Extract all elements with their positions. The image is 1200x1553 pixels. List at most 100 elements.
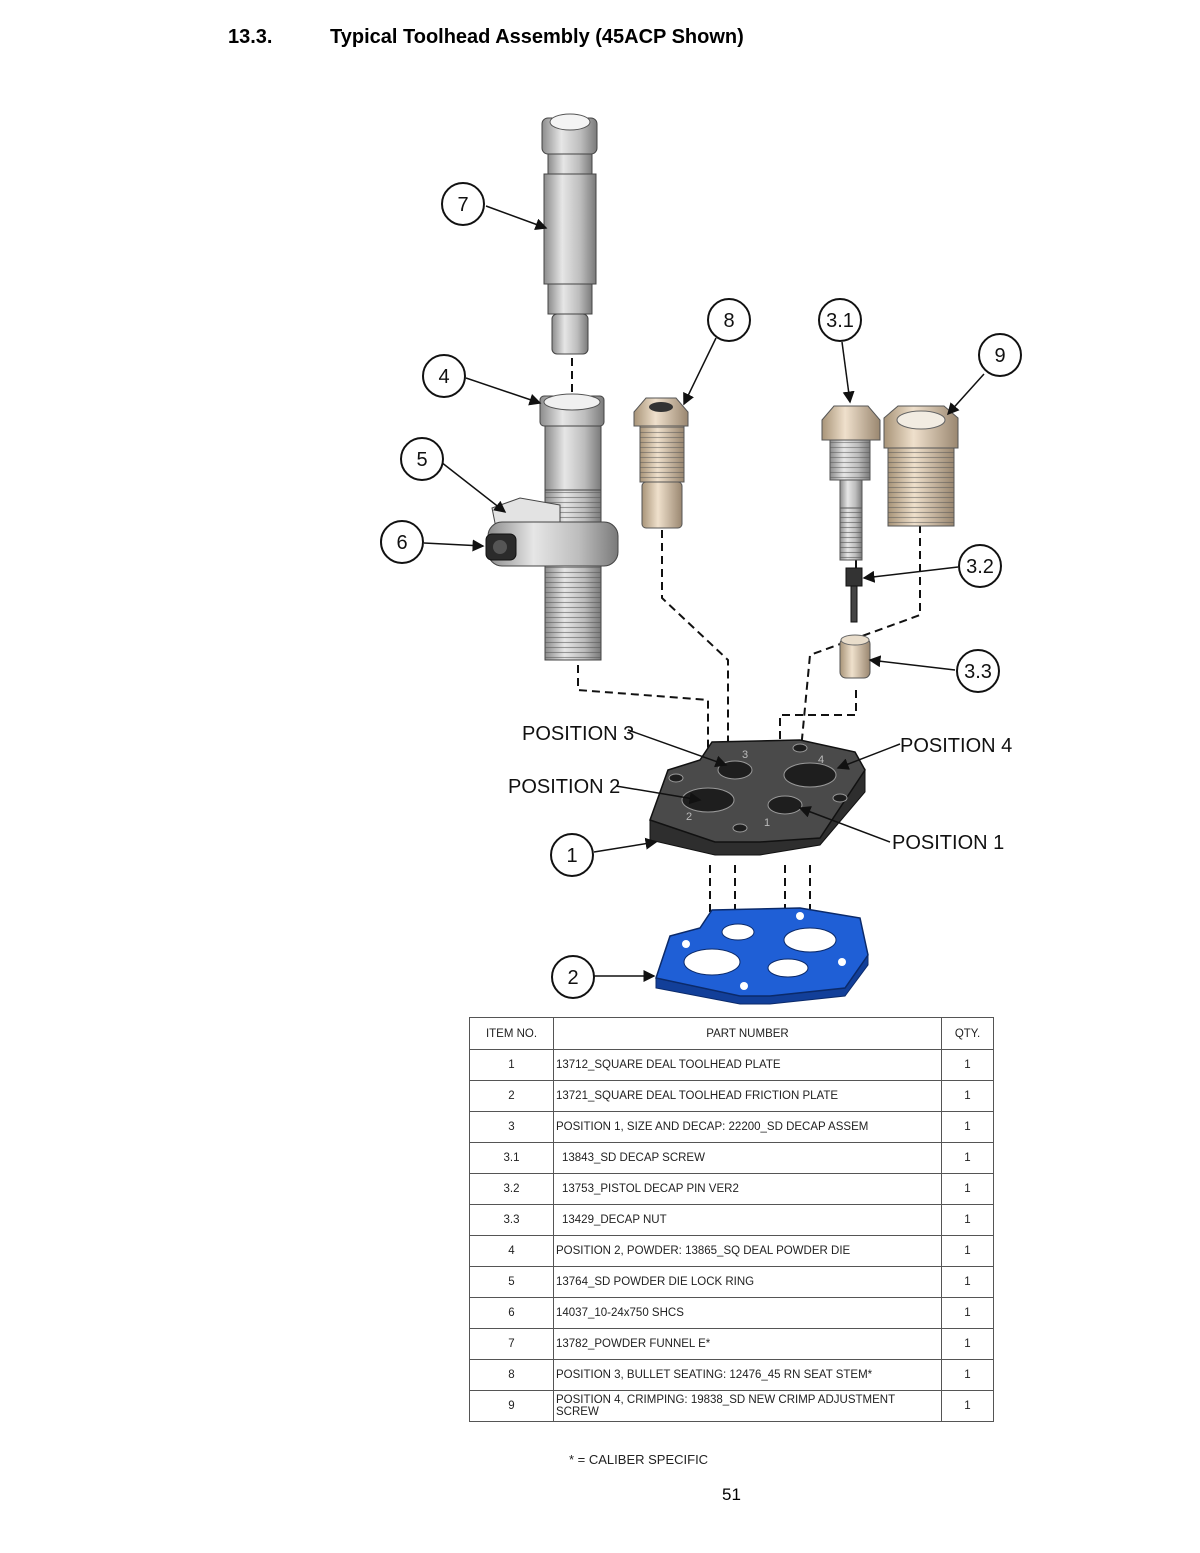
table-row: 3.1 13843_SD DECAP SCREW 1 — [469, 1142, 994, 1174]
plate-number-3: 3 — [742, 749, 748, 761]
qty-cell: 1 — [941, 1328, 994, 1360]
plate-number-4: 4 — [818, 754, 824, 766]
qty-cell: 1 — [941, 1390, 994, 1422]
item-cell: 3 — [469, 1111, 554, 1143]
item-cell: 4 — [469, 1235, 554, 1267]
callout-3-2: 3.2 — [958, 544, 1002, 588]
svg-text:1: 1 — [566, 845, 577, 867]
item-cell: 8 — [469, 1359, 554, 1391]
item-cell: 7 — [469, 1328, 554, 1360]
section-title: Typical Toolhead Assembly (45ACP Shown) — [330, 26, 744, 48]
callout-3-3: 3.3 — [956, 649, 1000, 693]
part-cell: 13764_SD POWDER DIE LOCK RING — [553, 1266, 942, 1298]
part-cell: POSITION 3, BULLET SEATING: 12476_45 RN … — [553, 1359, 942, 1391]
friction-plate-part — [655, 907, 869, 1005]
section-heading: 13.3. Typical Toolhead Assembly (45ACP S… — [0, 26, 1200, 56]
svg-text:3.1: 3.1 — [826, 310, 854, 332]
callout-4: 4 — [422, 354, 466, 398]
qty-cell: 1 — [941, 1204, 994, 1236]
table-row: 3.2 13753_PISTOL DECAP PIN VER2 1 — [469, 1173, 994, 1205]
part-cell: 13753_PISTOL DECAP PIN VER2 — [553, 1173, 942, 1205]
qty-header: QTY. — [941, 1017, 994, 1050]
part-cell: 13721_SQUARE DEAL TOOLHEAD FRICTION PLAT… — [553, 1080, 942, 1112]
callout-1: 1 — [550, 833, 594, 877]
table-row: 1 13712_SQUARE DEAL TOOLHEAD PLATE 1 — [469, 1049, 994, 1081]
part-cell: POSITION 2, POWDER: 13865_SQ DEAL POWDER… — [553, 1235, 942, 1267]
part-cell: POSITION 1, SIZE AND DECAP: 22200_SD DEC… — [553, 1111, 942, 1143]
plate-number-2: 2 — [686, 811, 692, 823]
callout-3-1: 3.1 — [818, 298, 862, 342]
svg-text:5: 5 — [416, 449, 427, 471]
callout-leaders — [423, 205, 985, 982]
decap-nut-part — [839, 634, 871, 679]
table-row: 6 14037_10-24x750 SHCS 1 — [469, 1297, 994, 1329]
callout-9: 9 — [978, 333, 1022, 377]
callout-2: 2 — [551, 955, 595, 999]
svg-text:3.3: 3.3 — [964, 661, 992, 683]
position-3-label: POSITION 3 — [522, 723, 634, 745]
qty-cell: 1 — [941, 1080, 994, 1112]
qty-cell: 1 — [941, 1049, 994, 1081]
part-number-header: PART NUMBER — [553, 1017, 942, 1050]
qty-cell: 1 — [941, 1142, 994, 1174]
table-row: 5 13764_SD POWDER DIE LOCK RING 1 — [469, 1266, 994, 1298]
table-row: 7 13782_POWDER FUNNEL E* 1 — [469, 1328, 994, 1360]
table-row: 4 POSITION 2, POWDER: 13865_SQ DEAL POWD… — [469, 1235, 994, 1267]
callout-6: 6 — [380, 520, 424, 564]
item-cell: 6 — [469, 1297, 554, 1329]
svg-text:3.2: 3.2 — [966, 556, 994, 578]
callout-5: 5 — [400, 437, 444, 481]
item-cell: 1 — [469, 1049, 554, 1081]
qty-cell: 1 — [941, 1359, 994, 1391]
seat-stem-part — [633, 397, 689, 529]
position-4-label: POSITION 4 — [900, 735, 1012, 757]
part-cell: 13712_SQUARE DEAL TOOLHEAD PLATE — [553, 1049, 942, 1081]
part-cell: 13429_DECAP NUT — [553, 1204, 942, 1236]
caliber-specific-note: * = CALIBER SPECIFIC — [569, 1452, 709, 1467]
bill-of-materials-table: ITEM NO. PART NUMBER QTY. 1 13712_SQUARE… — [469, 1017, 994, 1422]
svg-text:8: 8 — [723, 310, 734, 332]
powder-funnel-part — [541, 113, 598, 355]
position-2-label: POSITION 2 — [508, 776, 620, 798]
table-row: 3.3 13429_DECAP NUT 1 — [469, 1204, 994, 1236]
item-no-header: ITEM NO. — [469, 1017, 554, 1050]
svg-text:4: 4 — [438, 366, 449, 388]
part-cell: 13782_POWDER FUNNEL E* — [553, 1328, 942, 1360]
toolhead-exploded-diagram: 3 4 2 1 7 — [380, 113, 1022, 1005]
qty-cell: 1 — [941, 1297, 994, 1329]
item-cell: 9 — [469, 1390, 554, 1422]
lock-ring-part — [487, 497, 619, 567]
table-row: 8 POSITION 3, BULLET SEATING: 12476_45 R… — [469, 1359, 994, 1391]
plate-number-1: 1 — [764, 817, 770, 829]
crimp-screw-part — [883, 405, 959, 527]
svg-text:2: 2 — [567, 967, 578, 989]
qty-cell: 1 — [941, 1111, 994, 1143]
qty-cell: 1 — [941, 1235, 994, 1267]
table-row: 3 POSITION 1, SIZE AND DECAP: 22200_SD D… — [469, 1111, 994, 1143]
table-row: 2 13721_SQUARE DEAL TOOLHEAD FRICTION PL… — [469, 1080, 994, 1112]
table-row: 9 POSITION 4, CRIMPING: 19838_SD NEW CRI… — [469, 1390, 994, 1422]
part-cell: 14037_10-24x750 SHCS — [553, 1297, 942, 1329]
qty-cell: 1 — [941, 1173, 994, 1205]
table-header-row: ITEM NO. PART NUMBER QTY. — [469, 1017, 994, 1050]
item-cell: 3.2 — [469, 1173, 554, 1205]
svg-text:6: 6 — [396, 532, 407, 554]
decap-pin-part — [845, 567, 863, 623]
part-cell: 13843_SD DECAP SCREW — [553, 1142, 942, 1174]
position-1-label: POSITION 1 — [892, 832, 1004, 854]
item-cell: 3.1 — [469, 1142, 554, 1174]
decap-screw-part — [821, 405, 881, 561]
item-cell: 2 — [469, 1080, 554, 1112]
svg-text:7: 7 — [457, 194, 468, 216]
callout-8: 8 — [707, 298, 751, 342]
item-cell: 5 — [469, 1266, 554, 1298]
powder-die-part — [539, 393, 605, 661]
section-number: 13.3. — [228, 26, 273, 48]
shcs-screw-part — [485, 533, 517, 561]
qty-cell: 1 — [941, 1266, 994, 1298]
part-cell: POSITION 4, CRIMPING: 19838_SD NEW CRIMP… — [553, 1390, 942, 1422]
svg-text:9: 9 — [994, 345, 1005, 367]
page-number: 51 — [722, 1485, 741, 1504]
item-cell: 3.3 — [469, 1204, 554, 1236]
callout-7: 7 — [441, 182, 485, 226]
